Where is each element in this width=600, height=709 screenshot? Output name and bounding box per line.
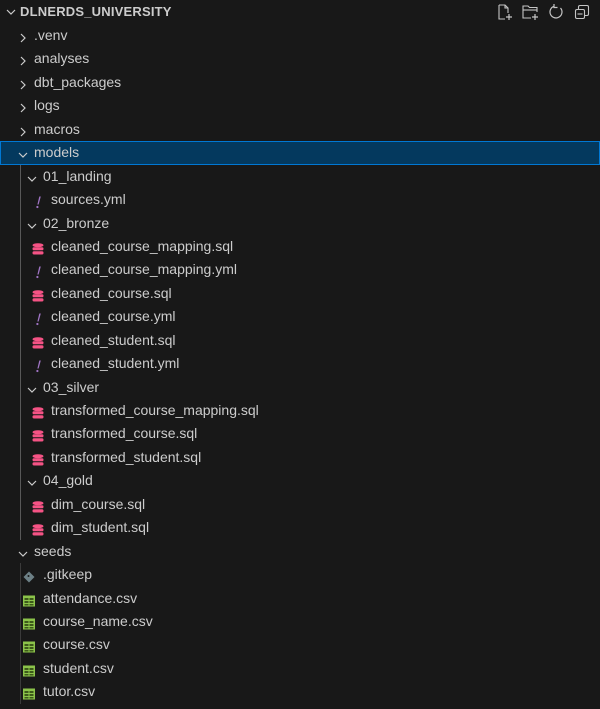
item-label: cleaned_course_mapping.sql [51, 237, 234, 254]
item-label: cleaned_student.yml [51, 355, 180, 372]
file-gitkeep[interactable]: .gitkeep [0, 563, 600, 586]
item-label: models [34, 144, 80, 161]
folder-logs[interactable]: logs [0, 94, 600, 117]
collapse-all-icon[interactable] [572, 2, 592, 22]
table-icon [22, 615, 36, 630]
file-cleaned-course-yml[interactable]: cleaned_course.yml [0, 305, 600, 328]
chevron-right-icon[interactable] [16, 99, 30, 113]
database-icon [31, 427, 45, 442]
file-dim-course-sql[interactable]: dim_course.sql [0, 493, 600, 516]
folder-seeds[interactable]: seeds [0, 540, 600, 563]
file-course-csv[interactable]: course.csv [0, 633, 600, 656]
item-label: tutor.csv [43, 683, 96, 700]
chevron-down-icon[interactable] [25, 381, 39, 395]
folder-dbt-packages[interactable]: dbt_packages [0, 71, 600, 94]
new-folder-icon[interactable] [520, 2, 540, 22]
database-icon [31, 240, 45, 255]
file-dim-student-sql[interactable]: dim_student.sql [0, 516, 600, 539]
item-label: dim_student.sql [51, 519, 150, 536]
database-icon [31, 334, 45, 349]
item-label: course_name.csv [43, 612, 153, 629]
item-label: logs [34, 97, 60, 114]
chevron-right-icon[interactable] [16, 123, 30, 137]
table-icon [22, 662, 36, 677]
yaml-exclamation-icon [31, 357, 45, 373]
item-label: cleaned_course_mapping.yml [51, 261, 237, 278]
file-course-name-csv[interactable]: course_name.csv [0, 610, 600, 633]
chevron-right-icon[interactable] [16, 76, 30, 90]
indent-guide [20, 563, 21, 705]
folder-venv[interactable]: .venv [0, 24, 600, 47]
chevron-right-icon[interactable] [16, 29, 30, 43]
item-label: course.csv [43, 636, 110, 653]
file-cleaned-student-yml[interactable]: cleaned_student.yml [0, 352, 600, 375]
database-icon [31, 498, 45, 513]
file-transformed-course-sql[interactable]: transformed_course.sql [0, 422, 600, 445]
explorer-actions [494, 2, 592, 22]
item-label: transformed_course_mapping.sql [51, 402, 259, 418]
database-icon [31, 521, 45, 536]
folder-02-bronze[interactable]: 02_bronze [0, 212, 600, 235]
item-label: 01_landing [43, 167, 112, 184]
table-icon [22, 638, 36, 653]
item-label: transformed_student.sql [51, 448, 202, 465]
file-transformed-course-mapping-sql[interactable]: transformed_course_mapping.sql [0, 399, 600, 422]
file-cleaned-course-mapping-yml[interactable]: cleaned_course_mapping.yml [0, 258, 600, 281]
file-cleaned-course-mapping-sql[interactable]: cleaned_course_mapping.sql [0, 235, 600, 258]
folder-models[interactable]: models [0, 141, 600, 165]
folder-analyses[interactable]: analyses [0, 47, 600, 70]
folder-macros[interactable]: macros [0, 118, 600, 141]
item-label: transformed_course.sql [51, 425, 198, 442]
file-student-csv[interactable]: student.csv [0, 657, 600, 680]
item-label: macros [34, 120, 80, 137]
file-cleaned-student-sql[interactable]: cleaned_student.sql [0, 329, 600, 352]
item-label: seeds [34, 542, 72, 559]
item-label: dim_course.sql [51, 495, 146, 512]
workspace-title: DLNERDS_UNIVERSITY [20, 4, 172, 19]
database-icon [31, 404, 45, 419]
yaml-exclamation-icon [31, 193, 45, 209]
item-label: dbt_packages [34, 73, 122, 90]
database-icon [31, 451, 45, 466]
item-label: cleaned_course.sql [51, 284, 172, 301]
item-label: student.csv [43, 659, 114, 676]
yaml-exclamation-icon [31, 310, 45, 326]
chevron-down-icon[interactable] [25, 217, 39, 231]
new-file-icon[interactable] [494, 2, 514, 22]
table-icon [22, 685, 36, 700]
file-attendance-csv[interactable]: attendance.csv [0, 587, 600, 610]
folder-01-landing[interactable]: 01_landing [0, 165, 600, 188]
chevron-down-icon[interactable] [16, 146, 30, 160]
item-label: cleaned_course.yml [51, 308, 176, 325]
file-cleaned-course-sql[interactable]: cleaned_course.sql [0, 282, 600, 305]
file-tutor-csv[interactable]: tutor.csv [0, 680, 600, 703]
git-icon [22, 568, 36, 583]
chevron-down-icon[interactable] [25, 474, 39, 488]
item-label: attendance.csv [43, 589, 138, 606]
refresh-icon[interactable] [546, 2, 566, 22]
indent-guide [20, 164, 21, 540]
item-label: .gitkeep [43, 566, 93, 583]
file-sources-yml[interactable]: sources.yml [0, 188, 600, 211]
chevron-down-icon[interactable] [25, 170, 39, 184]
table-icon [22, 592, 36, 606]
item-label: analyses [34, 50, 90, 67]
chevron-right-icon[interactable] [16, 52, 30, 66]
database-icon [31, 287, 45, 302]
explorer-header[interactable]: DLNERDS_UNIVERSITY [0, 0, 600, 24]
file-transformed-student-sql[interactable]: transformed_student.sql [0, 446, 600, 469]
item-label: sources.yml [51, 191, 126, 208]
chevron-down-icon[interactable] [16, 545, 30, 559]
folder-03-silver[interactable]: 03_silver [0, 376, 600, 399]
folder-04-gold[interactable]: 04_gold [0, 469, 600, 492]
item-label: 03_silver [43, 378, 100, 395]
item-label: 02_bronze [43, 214, 110, 231]
yaml-exclamation-icon [31, 263, 45, 279]
item-label: 04_gold [43, 472, 93, 489]
chevron-down-icon[interactable] [4, 5, 18, 19]
item-label: cleaned_student.sql [51, 331, 176, 348]
item-label: .venv [34, 27, 68, 43]
